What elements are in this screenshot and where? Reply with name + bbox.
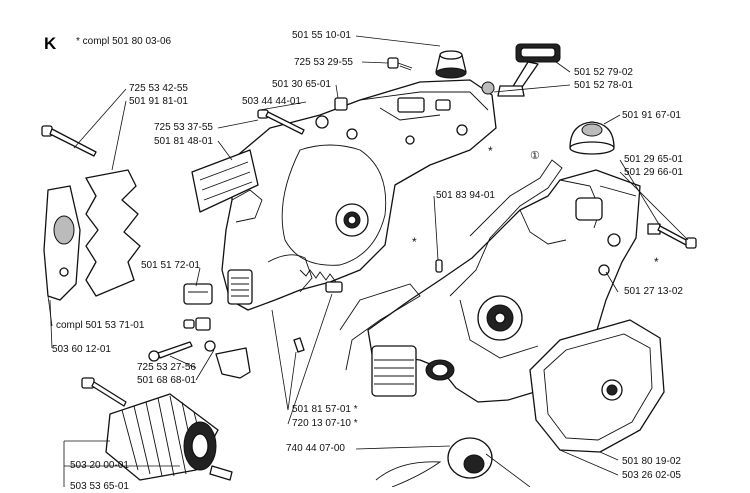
side-cover bbox=[529, 319, 665, 453]
part-label: 740 44 07-00 bbox=[286, 443, 345, 454]
bracket bbox=[204, 340, 251, 379]
long-bolt bbox=[41, 125, 97, 157]
part-label: 501 83 94-01 bbox=[436, 190, 495, 201]
top-hardware bbox=[257, 50, 467, 140]
muffler-spiral bbox=[81, 377, 233, 481]
part-label: 503 60 12-01 bbox=[52, 344, 111, 355]
part-label: 503 26 02-05 bbox=[622, 470, 681, 481]
part-label: 501 68 68-01 bbox=[137, 375, 196, 386]
heat-shield-plates bbox=[43, 169, 141, 301]
part-label: 501 52 79-02 bbox=[574, 67, 633, 78]
part-label: 501 91 67-01 bbox=[622, 110, 681, 121]
reference-circle-marker: ① bbox=[530, 150, 540, 162]
part-label: 501 80 19-02 bbox=[622, 456, 681, 467]
gasket-outline-lower bbox=[339, 283, 421, 371]
part-label: compl 501 53 71-01 bbox=[56, 320, 145, 331]
part-label: 501 81 57-01 * bbox=[292, 404, 358, 415]
asterisk-marker: * bbox=[654, 255, 659, 269]
section-letter: K bbox=[44, 34, 57, 53]
asterisk-marker: * bbox=[412, 235, 417, 249]
part-label: 725 53 42-55 bbox=[129, 83, 188, 94]
part-label: 501 81 48-01 bbox=[154, 136, 213, 147]
leader-lines bbox=[47, 35, 689, 487]
bolt-small bbox=[148, 341, 193, 362]
gasket-outline bbox=[449, 159, 563, 297]
bolt-right bbox=[647, 223, 697, 249]
part-label: 503 53 65-01 bbox=[70, 481, 129, 492]
part-label: 501 52 78-01 bbox=[574, 80, 633, 91]
nut-block bbox=[195, 317, 211, 331]
spring bbox=[299, 269, 337, 283]
part-label: 501 55 10-01 bbox=[292, 30, 351, 41]
part-label: 501 29 66-01 bbox=[624, 167, 683, 178]
rubber-block bbox=[183, 283, 213, 305]
part-label: 725 53 27-56 bbox=[137, 362, 196, 373]
pin bbox=[293, 337, 305, 353]
filler-cap bbox=[375, 437, 493, 487]
part-label: 501 29 65-01 bbox=[624, 154, 683, 165]
lever-arm bbox=[481, 43, 561, 97]
left-crankcase-half bbox=[221, 79, 497, 311]
part-label: 503 44 44-01 bbox=[242, 96, 301, 107]
part-label: 501 27 13-02 bbox=[624, 286, 683, 297]
dome-cover bbox=[569, 121, 615, 155]
part-label: 725 53 37-55 bbox=[154, 122, 213, 133]
complete-assembly-note: * compl 501 80 03-06 bbox=[76, 36, 172, 47]
part-label: 720 13 07-10 * bbox=[292, 418, 358, 429]
part-label: 503 20 00-01 bbox=[70, 460, 129, 471]
asterisk-marker: * bbox=[488, 144, 493, 158]
part-label: 501 30 65-01 bbox=[272, 79, 331, 90]
part-label: 501 51 72-01 bbox=[141, 260, 200, 271]
part-label: 725 53 29-55 bbox=[294, 57, 353, 68]
part-label: 501 91 81-01 bbox=[129, 96, 188, 107]
